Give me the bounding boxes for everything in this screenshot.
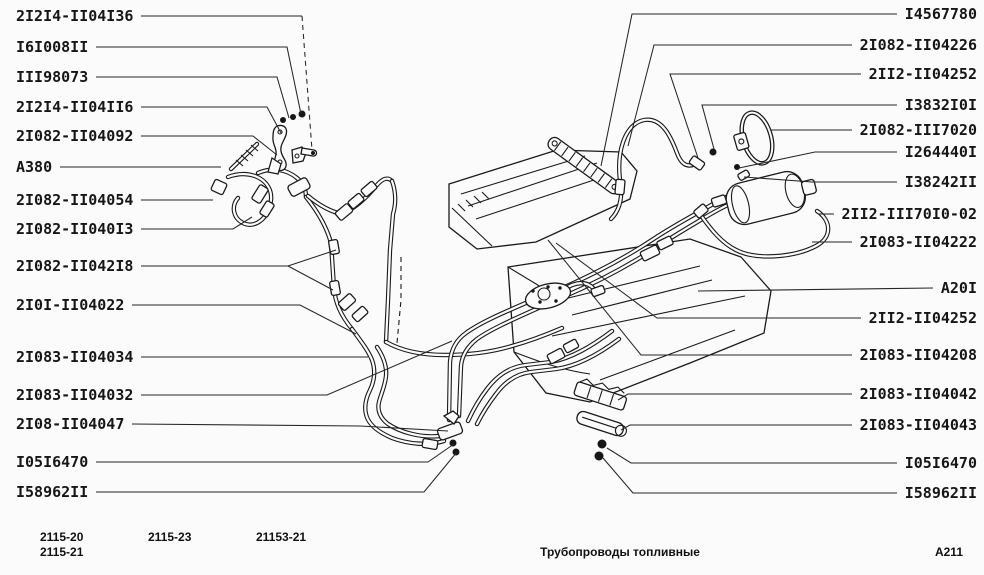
part-number-label: I3832I0I — [904, 96, 977, 114]
part-number-label: 2I082-II04226 — [859, 36, 977, 54]
part-number-label: 2I083-II04032 — [16, 386, 134, 404]
hidden-line — [396, 257, 402, 344]
part-number-label: 2I082-II04092 — [16, 127, 134, 145]
part-number-label: 2I082-III7020 — [859, 121, 977, 139]
fuel-sender — [524, 282, 572, 310]
part-number-label: 2I0I-II04022 — [16, 296, 125, 314]
mounting-parts — [267, 110, 318, 175]
leader-lines — [60, 13, 934, 494]
heat-shield — [448, 149, 638, 250]
filter-clamp — [709, 110, 775, 181]
model-variant: 2115-21 — [40, 545, 84, 559]
part-number-label: 2I082-II040I3 — [16, 220, 134, 238]
part-number-label: 2I083-II04208 — [859, 346, 977, 364]
model-variant: 2115-23 — [148, 530, 192, 544]
part-number-label: I05I6470 — [904, 454, 977, 472]
part-number-label: 2I082-II042I8 — [16, 257, 134, 275]
part-number-label: I58962II — [904, 484, 977, 502]
part-number-label: 2I083-II04043 — [859, 416, 977, 434]
figure-title: Трубопроводы топливные — [540, 545, 700, 559]
part-number-label: I58962II — [16, 483, 89, 501]
part-number-label: 2I08-II04047 — [16, 415, 125, 433]
clip-bolt — [597, 439, 607, 449]
part-number-label: 2I083-II04222 — [859, 233, 977, 251]
model-variant: 2115-20 — [40, 530, 84, 544]
part-number-label: 2I2I4-II04I36 — [16, 7, 134, 25]
part-number-label: 2I083-II04042 — [859, 385, 977, 403]
model-variant: 21153-21 — [256, 530, 307, 544]
fuel-filter — [725, 170, 817, 226]
part-number-label: III98073 — [16, 68, 89, 86]
pipe-clip-left — [436, 410, 464, 456]
part-number-label: I6I008II — [16, 38, 89, 56]
hose-fittings — [210, 155, 728, 451]
part-number-label: 2I2I4-II04II6 — [16, 98, 134, 116]
sheet-code: A211 — [934, 545, 963, 559]
part-number-label: A20I — [940, 279, 977, 297]
pipe-clip-upper — [573, 378, 628, 411]
tank-strap — [547, 136, 622, 195]
part-number-label: I264440I — [904, 143, 977, 161]
part-number-label: I4567780 — [904, 5, 977, 23]
clamp-bolt — [709, 148, 717, 156]
pipe-clip-lower — [576, 410, 627, 437]
fuel-tank — [507, 238, 772, 403]
part-number-label: 2II2-II04252 — [868, 309, 977, 327]
clamp-washer — [734, 164, 740, 170]
clip-nut — [594, 451, 604, 461]
part-number-label: 2II2-II04252 — [868, 65, 977, 83]
part-number-label: 2I082-II04054 — [16, 191, 134, 209]
part-number-label: I05I6470 — [16, 453, 89, 471]
part-number-label: A380 — [16, 158, 53, 176]
part-number-label: 2I083-II04034 — [16, 348, 134, 366]
part-number-label: 2II2-III70I0-02 — [841, 205, 977, 223]
part-number-label: I38242II — [904, 173, 977, 191]
